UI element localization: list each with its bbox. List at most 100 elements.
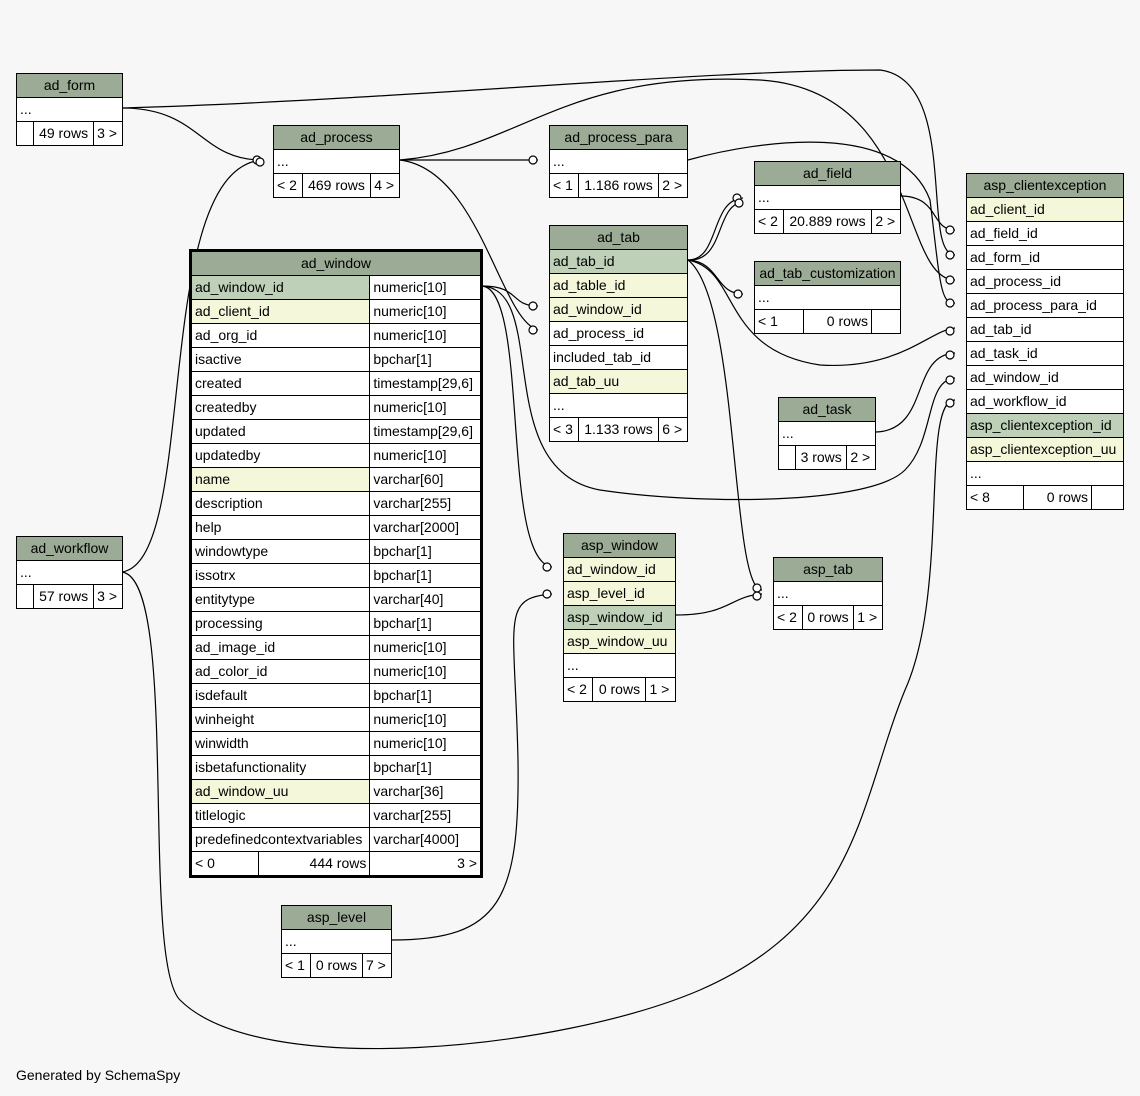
column-type: varchar[36]: [369, 779, 482, 804]
table-title[interactable]: ad_workflow: [16, 536, 123, 561]
column-asp-window-id: asp_window_id: [563, 605, 676, 630]
table-title[interactable]: ad_form: [16, 73, 123, 98]
column-ellipsis: ...: [273, 149, 400, 174]
table-title[interactable]: asp_level: [281, 905, 392, 930]
table-title[interactable]: ad_process_para: [549, 125, 688, 150]
table-ad-workflow[interactable]: ad_workflow ... 57 rows 3 >: [16, 536, 123, 609]
table-title[interactable]: asp_clientexception: [966, 173, 1124, 198]
table-title[interactable]: ad_window: [190, 250, 482, 276]
parents-count[interactable]: < 2: [773, 605, 803, 630]
table-ad-tab-customization[interactable]: ad_tab_customization ... < 1 0 rows: [754, 261, 901, 334]
column-name: processing: [189, 611, 371, 636]
column-type: bpchar[1]: [369, 563, 482, 588]
children-count[interactable]: 7 >: [362, 953, 392, 978]
table-ad-form[interactable]: ad_form ... 49 rows 3 >: [16, 73, 123, 146]
parents-count[interactable]: < 8: [966, 485, 1024, 510]
children-count[interactable]: 3 >: [93, 121, 123, 146]
parents-count[interactable]: [778, 445, 796, 470]
row-count: 20.889 rows: [782, 209, 873, 234]
column-type: numeric[10]: [369, 443, 482, 468]
row-count: 57 rows: [32, 584, 95, 609]
table-title[interactable]: ad_process: [273, 125, 400, 150]
generated-by-footer: Generated by SchemaSpy: [16, 1067, 181, 1083]
table-asp-window[interactable]: asp_window ad_window_id asp_level_id asp…: [562, 533, 676, 702]
column-ellipsis: ...: [773, 581, 883, 606]
children-count[interactable]: 2 >: [871, 209, 901, 234]
column-type: varchar[2000]: [369, 515, 482, 540]
column-ellipsis: ...: [16, 97, 123, 122]
column-ad-tab-id: ad_tab_id: [966, 317, 1124, 342]
column-name: description: [189, 491, 371, 516]
column-ad-process-id: ad_process_id: [549, 321, 688, 346]
parents-count[interactable]: < 1: [549, 173, 579, 198]
children-count[interactable]: 2 >: [658, 173, 688, 198]
column-ellipsis: ...: [16, 560, 123, 585]
column-name: name: [189, 467, 371, 492]
parents-count[interactable]: < 2: [754, 209, 784, 234]
parents-count[interactable]: [16, 584, 34, 609]
table-title[interactable]: asp_window: [563, 533, 676, 558]
table-ad-tab[interactable]: ad_tab ad_tab_id ad_table_id ad_window_i…: [549, 225, 688, 442]
children-count[interactable]: 2 >: [846, 445, 876, 470]
table-asp-clientexception[interactable]: asp_clientexception ad_client_id ad_fiel…: [966, 173, 1124, 510]
parents-count[interactable]: [16, 121, 34, 146]
table-ad-field[interactable]: ad_field ... < 2 20.889 rows 2 >: [754, 161, 901, 234]
parents-count[interactable]: < 2: [562, 677, 594, 702]
row-count: 444 rows: [257, 851, 371, 877]
column-ad-process-id: ad_process_id: [966, 269, 1124, 294]
table-ad-task[interactable]: ad_task ... 3 rows 2 >: [778, 397, 876, 470]
column-name: issotrx: [189, 563, 371, 588]
children-count[interactable]: 3 >: [369, 851, 482, 877]
column-type: varchar[60]: [369, 467, 482, 492]
column-ellipsis: ...: [563, 653, 676, 678]
column-name: ad_window_uu: [189, 779, 371, 804]
row-count: 0 rows: [309, 953, 364, 978]
parents-count[interactable]: < 1: [754, 309, 804, 334]
children-count[interactable]: 1 >: [645, 677, 676, 702]
edge-ad-field-ad-tab: [687, 197, 744, 261]
table-title[interactable]: ad_tab_customization: [754, 261, 901, 286]
parents-count[interactable]: < 2: [273, 173, 303, 198]
row-count: 469 rows: [301, 173, 372, 198]
column-type: numeric[10]: [369, 323, 482, 348]
table-asp-level[interactable]: asp_level ... < 1 0 rows 7 >: [281, 905, 392, 978]
children-count[interactable]: 3 >: [93, 584, 123, 609]
row-count: 3 rows: [794, 445, 848, 470]
column-ad-field-id: ad_field_id: [966, 221, 1124, 246]
children-count[interactable]: [1091, 485, 1124, 510]
children-count[interactable]: 4 >: [370, 173, 400, 198]
column-name: ad_color_id: [189, 659, 371, 684]
children-count[interactable]: 6 >: [658, 417, 688, 442]
edge-clientexception-ad-window: [481, 285, 956, 501]
column-ellipsis: ...: [966, 461, 1124, 486]
column-ad-tab-uu: ad_tab_uu: [549, 369, 688, 394]
table-ad-process[interactable]: ad_process ... < 2 469 rows 4 >: [273, 125, 400, 198]
parents-count[interactable]: < 1: [281, 953, 311, 978]
table-ad-process-para[interactable]: ad_process_para ... < 1 1.186 rows 2 >: [549, 125, 688, 198]
parents-count[interactable]: < 3: [549, 417, 579, 442]
column-type: bpchar[1]: [369, 347, 482, 372]
parents-count[interactable]: < 0: [190, 851, 259, 877]
column-ellipsis: ...: [549, 393, 688, 418]
column-type: numeric[10]: [369, 395, 482, 420]
table-title[interactable]: ad_task: [778, 397, 876, 422]
column-type: varchar[40]: [369, 587, 482, 612]
table-asp-tab[interactable]: asp_tab ... < 2 0 rows 1 >: [773, 557, 883, 630]
children-count[interactable]: 1 >: [853, 605, 883, 630]
row-count: 0 rows: [801, 605, 855, 630]
table-title[interactable]: asp_tab: [773, 557, 883, 582]
table-title[interactable]: ad_field: [754, 161, 901, 186]
children-count[interactable]: [871, 309, 901, 334]
column-ad-tab-id: ad_tab_id: [549, 249, 688, 274]
column-name: winwidth: [189, 731, 371, 756]
table-title[interactable]: ad_tab: [549, 225, 688, 250]
